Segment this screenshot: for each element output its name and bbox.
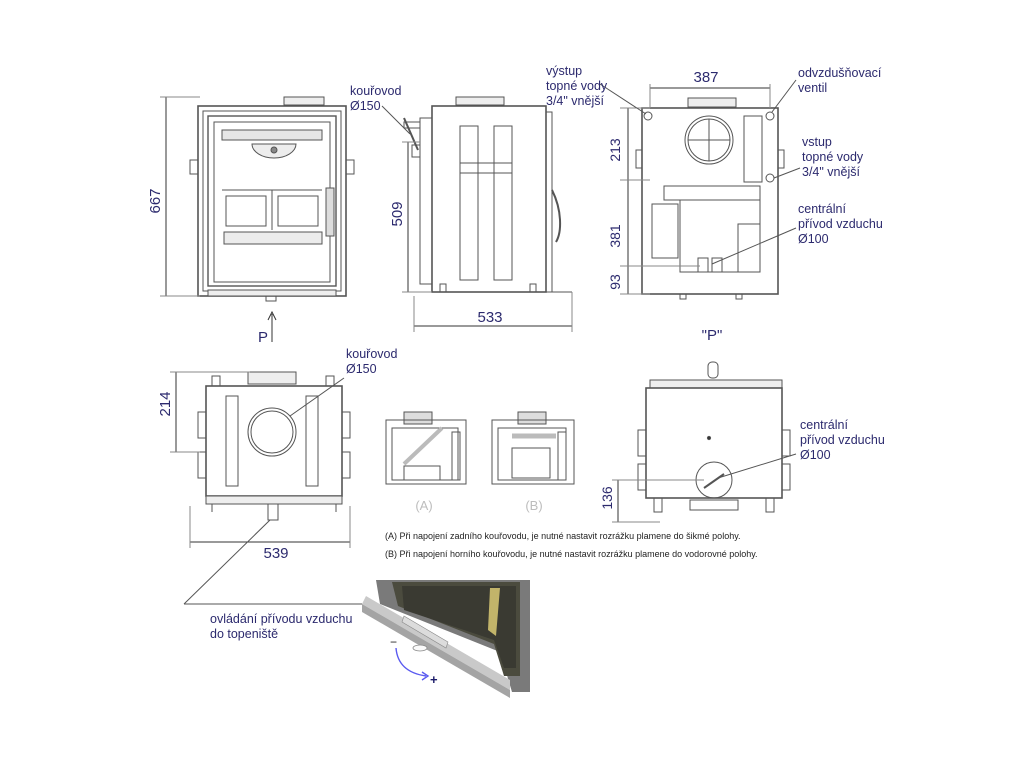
bottom-view — [637, 361, 791, 513]
air-supply-top-label: centrální přívod vzduchu Ø100 — [798, 202, 883, 246]
air-control-photo — [362, 580, 530, 700]
water-inlet-label: vstup topné vody 3/4" vnější — [802, 135, 864, 179]
water-outlet-label: výstup topné vody 3/4" vnější — [546, 64, 608, 108]
variant-a-label: (A) — [415, 498, 432, 513]
dim-side-height: 509 — [389, 201, 406, 226]
dim-rear-width: 387 — [693, 69, 718, 86]
variant-a — [385, 411, 467, 485]
rear-view-label: "P" — [702, 327, 723, 344]
vent-valve-label: odvzdušňovací ventil — [798, 66, 882, 95]
side-view — [403, 96, 572, 293]
flue-bottom-label: kouřovod Ø150 — [346, 347, 398, 376]
dim-side-width: 533 — [477, 309, 502, 326]
dim-rear-upper: 213 — [607, 138, 623, 162]
note-a: (A) Při napojení zadního kouřovodu, je n… — [385, 531, 741, 541]
dim-top-width: 539 — [263, 545, 288, 562]
rear-view — [635, 97, 785, 300]
dim-rear-middle: 381 — [607, 224, 623, 248]
air-supply-bottom-label: centrální přívod vzduchu Ø100 — [800, 418, 885, 462]
plus-sign: + — [430, 672, 438, 687]
flue-top-label: kouřovod Ø150 — [350, 84, 402, 113]
top-view — [197, 371, 351, 521]
front-arrow-label: P — [258, 329, 268, 346]
variant-b-label: (B) — [525, 498, 542, 513]
note-b: (B) Při napojení horního kouřovodu, je n… — [385, 549, 758, 559]
dim-rear-lower: 93 — [607, 274, 623, 290]
dim-front-height: 667 — [147, 188, 164, 213]
dim-bottom-height: 136 — [599, 486, 615, 510]
air-control-label: ovládání přívodu vzduchu do topeniště — [210, 612, 353, 641]
dim-top-depth: 214 — [157, 391, 174, 416]
variant-b — [491, 411, 575, 485]
minus-sign: − — [390, 635, 397, 649]
front-view — [189, 96, 355, 302]
